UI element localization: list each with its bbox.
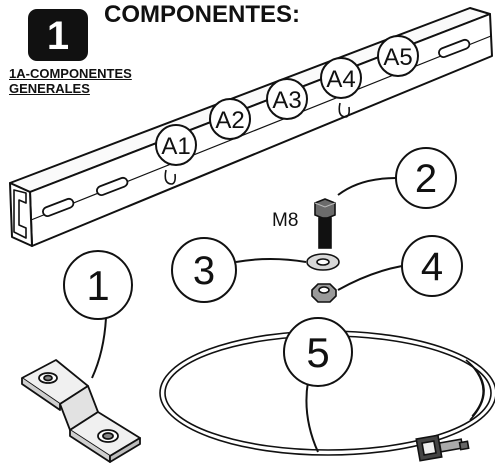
washer <box>306 253 340 271</box>
step-number: 1 <box>46 14 70 58</box>
callout-bubbles-rail <box>155 35 419 166</box>
mounting-bracket <box>21 359 141 463</box>
hex-nut <box>311 283 337 303</box>
callout-bubble-a1 <box>155 124 197 166</box>
page-title: COMPONENTES: <box>104 1 301 28</box>
strut-channel <box>9 7 493 247</box>
callout-label-3: 3 <box>193 249 215 293</box>
callout-pointer-2 <box>337 177 397 196</box>
section-subtitle: 1A-COMPONENTES GENERALES <box>9 66 132 96</box>
callout-bubble-2 <box>395 147 457 209</box>
callout-bubble-3 <box>171 237 237 303</box>
callout-pointer-1 <box>91 317 107 379</box>
subtitle-line-1: 1A-COMPONENTES <box>9 66 132 81</box>
step-badge <box>28 9 88 61</box>
callout-bubble-a2 <box>209 98 251 140</box>
callout-bubbles-hardware <box>171 147 463 303</box>
callout-label-a2: A2 <box>215 107 244 134</box>
callout-label-5: 5 <box>306 329 329 376</box>
callout-bubble-a4 <box>320 57 362 99</box>
callout-label-a3: A3 <box>272 87 301 114</box>
callout-bubble-4 <box>401 235 463 297</box>
subtitle-line-2: GENERALES <box>9 81 90 96</box>
callout-pointer-4 <box>337 265 403 291</box>
callout-label-2: 2 <box>415 157 437 201</box>
callout-bubble-5 <box>283 317 353 387</box>
callout-label-1: 1 <box>86 262 109 309</box>
bolt-m8 <box>314 198 336 249</box>
callout-label-a5: A5 <box>383 44 412 71</box>
bolt-label: M8 <box>272 210 298 231</box>
callout-bubble-1 <box>63 250 133 320</box>
callout-pointer-3 <box>235 258 307 263</box>
callout-label-a4: A4 <box>326 66 355 93</box>
clamp-screw-head <box>415 434 470 462</box>
callout-label-a1: A1 <box>161 133 190 160</box>
callout-bubble-a5 <box>377 35 419 77</box>
callout-bubble-a3 <box>266 78 308 120</box>
callout-label-4: 4 <box>421 245 443 289</box>
